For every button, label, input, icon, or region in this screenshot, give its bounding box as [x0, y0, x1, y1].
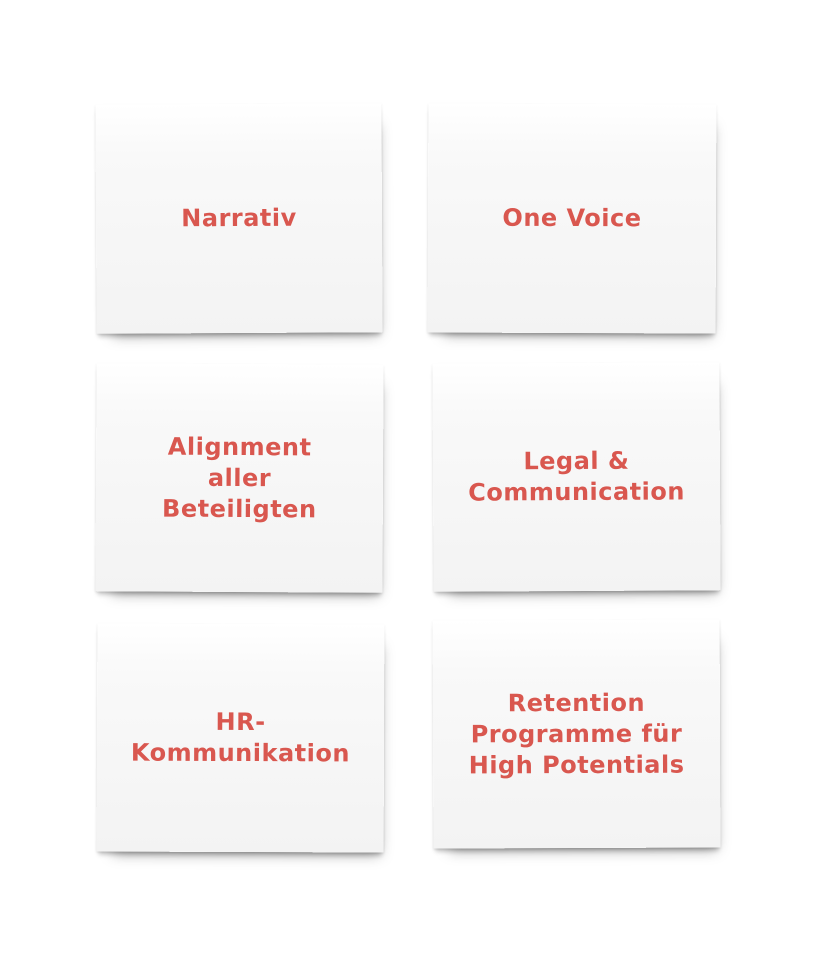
sticky-note-narrativ: Narrativ — [95, 103, 383, 334]
note-label: Narrativ — [181, 203, 297, 233]
sticky-note-legal-communication: Legal & Communication — [432, 362, 721, 592]
sticky-note-one-voice: One Voice — [427, 103, 717, 334]
note-label: Legal & Communication — [468, 446, 686, 507]
sticky-note-alignment: Alignment aller Beteiligten — [95, 363, 384, 593]
note-label: Alignment aller Beteiligten — [162, 432, 317, 523]
sticky-note-hr-kommunikation: HR- Kommunikation — [96, 623, 385, 853]
note-label: One Voice — [502, 203, 642, 233]
sticky-note-retention-programme: Retention Programme für High Potentials — [432, 619, 721, 849]
note-label: HR- Kommunikation — [130, 707, 350, 768]
note-label: Retention Programme für High Potentials — [468, 688, 685, 779]
